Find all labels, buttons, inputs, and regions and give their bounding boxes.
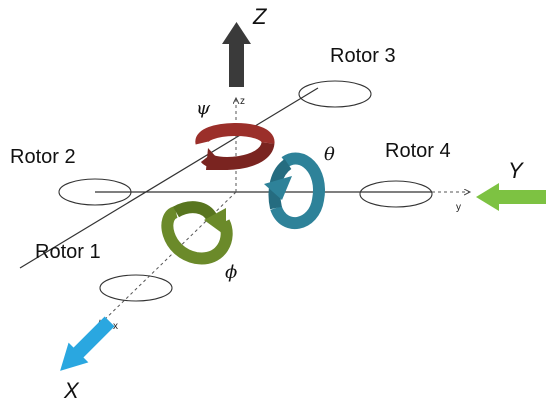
y-axis-label: Y [508, 158, 524, 183]
rotor-3-label: Rotor 3 [330, 45, 396, 67]
z-axis-arrow [222, 22, 251, 87]
y-axis-arrow [476, 183, 546, 211]
rotor-1-disc [99, 274, 173, 302]
y-body-label: y [456, 202, 461, 213]
diagonal-arm [19, 87, 319, 269]
phi-label: ϕ [225, 262, 237, 283]
rotor-4-label: Rotor 4 [385, 140, 451, 162]
rotor-1-label: Rotor 1 [35, 241, 101, 263]
psi-label: ψ [196, 98, 211, 119]
rotor-3-disc [298, 80, 372, 108]
z-body-label: z [240, 96, 245, 107]
theta-label: θ [324, 144, 335, 165]
x-axis-arrow [60, 316, 115, 371]
phi-rotation-arrow [161, 201, 233, 265]
x-axis-label: X [63, 378, 80, 403]
z-axis-label: Z [252, 4, 268, 29]
rotor-2-label: Rotor 2 [10, 146, 76, 168]
x-body-label: x [113, 321, 118, 332]
rotor-2-disc [58, 178, 132, 206]
theta-rotation-arrow [264, 152, 325, 230]
rotor-4-disc [359, 180, 433, 208]
psi-rotation-arrow [195, 123, 275, 170]
